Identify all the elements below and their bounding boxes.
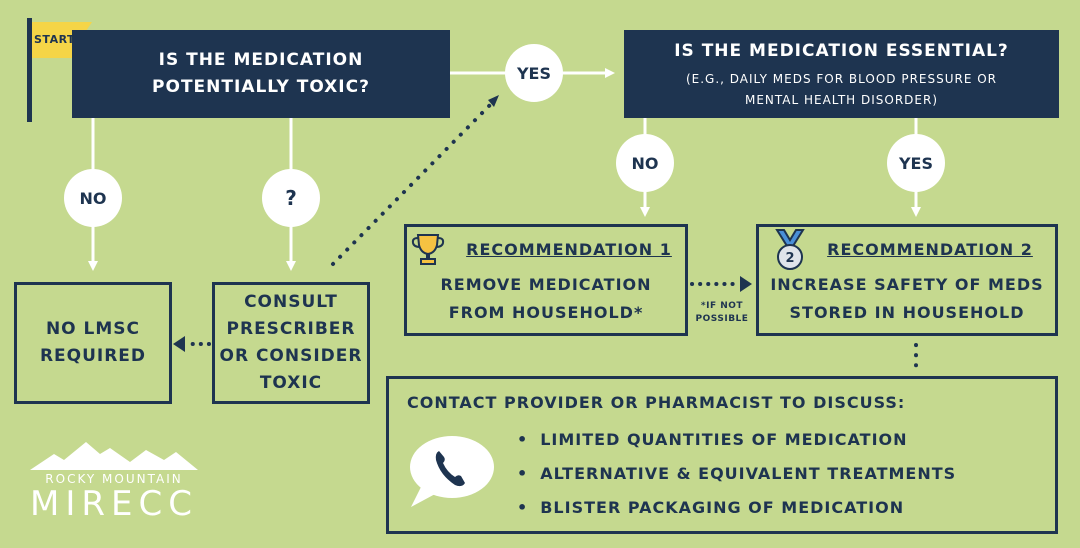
consult-line1: CONSULT <box>244 292 338 312</box>
question-toxic-line2: POTENTIALLY TOXIC? <box>152 77 370 97</box>
recommendation-1-line1: REMOVE MEDICATION <box>440 275 652 294</box>
flag-pole <box>27 18 32 122</box>
question-essential-sub2: MENTAL HEALTH DISORDER) <box>744 92 939 107</box>
no-left-label: NO <box>79 188 107 208</box>
contact-options-list: LIMITED QUANTITIES OF MEDICATION ALTERNA… <box>517 423 956 525</box>
no-left-circle: NO <box>64 169 122 227</box>
question-essential-sub1: (E.G., DAILY MEDS FOR BLOOD PRESSURE OR <box>685 71 998 86</box>
recommendation-1-line2: FROM HOUSEHOLD* <box>448 303 644 322</box>
phone-icon <box>410 436 494 507</box>
consult-line3: OR CONSIDER <box>219 346 363 366</box>
consult-box: CONSULT PRESCRIBER OR CONSIDER TOXIC <box>212 282 370 404</box>
question-essential-title: IS THE MEDICATION ESSENTIAL? <box>674 40 1009 61</box>
list-item: BLISTER PACKAGING OF MEDICATION <box>517 491 956 525</box>
recommendation-2-line1: INCREASE SAFETY OF MEDS <box>770 275 1044 294</box>
question-circle: ? <box>262 169 320 227</box>
recommendation-2-title: RECOMMENDATION 2 <box>827 240 1033 259</box>
no-lmsc-box: NO LMSC REQUIRED <box>14 282 172 404</box>
recommendation-2-box: RECOMMENDATION 2 INCREASE SAFETY OF MEDS… <box>756 224 1058 336</box>
yes-right-label: YES <box>898 153 934 173</box>
contact-title: CONTACT PROVIDER OR PHARMACIST TO DISCUS… <box>407 393 906 412</box>
question-toxic-line1: IS THE MEDICATION <box>158 50 364 70</box>
yes-top-label: YES <box>516 63 552 83</box>
question-toxic: IS THE MEDICATION POTENTIALLY TOXIC? <box>72 30 450 118</box>
question-label: ? <box>285 186 297 210</box>
no-lmsc-line1: NO LMSC <box>45 319 141 339</box>
yes-top-circle: YES <box>505 44 563 102</box>
recommendation-1-title: RECOMMENDATION 1 <box>466 240 672 259</box>
dotted-consult-to-yes <box>331 103 492 266</box>
no-mid-label: NO <box>631 153 659 173</box>
logo-line1: ROCKY MOUNTAIN <box>45 472 183 486</box>
svg-text:2: 2 <box>785 251 794 266</box>
contact-box: CONTACT PROVIDER OR PHARMACIST TO DISCUS… <box>386 376 1058 534</box>
start-label: START <box>34 33 76 46</box>
question-essential: IS THE MEDICATION ESSENTIAL? (E.G., DAIL… <box>624 30 1059 118</box>
no-lmsc-line2: REQUIRED <box>39 346 147 366</box>
recommendation-1-box: RECOMMENDATION 1 REMOVE MEDICATION FROM … <box>404 224 688 336</box>
trophy-icon <box>411 234 445 265</box>
recommendation-2-line2: STORED IN HOUSEHOLD <box>789 303 1025 322</box>
medal-icon: 2 <box>775 229 805 270</box>
if-not-line2: POSSIBLE <box>695 314 749 324</box>
list-item: LIMITED QUANTITIES OF MEDICATION <box>517 423 956 457</box>
if-not-line1: *IF NOT <box>700 301 744 311</box>
no-mid-circle: NO <box>616 134 674 192</box>
consult-line4: TOXIC <box>259 373 323 393</box>
logo-line2: MIRECC <box>30 484 198 524</box>
if-not-possible-note: *IF NOT POSSIBLE <box>688 300 756 326</box>
list-item: ALTERNATIVE & EQUIVALENT TREATMENTS <box>517 457 956 491</box>
yes-right-circle: YES <box>887 134 945 192</box>
mountain-icon <box>30 442 198 470</box>
consult-line2: PRESCRIBER <box>226 319 356 339</box>
